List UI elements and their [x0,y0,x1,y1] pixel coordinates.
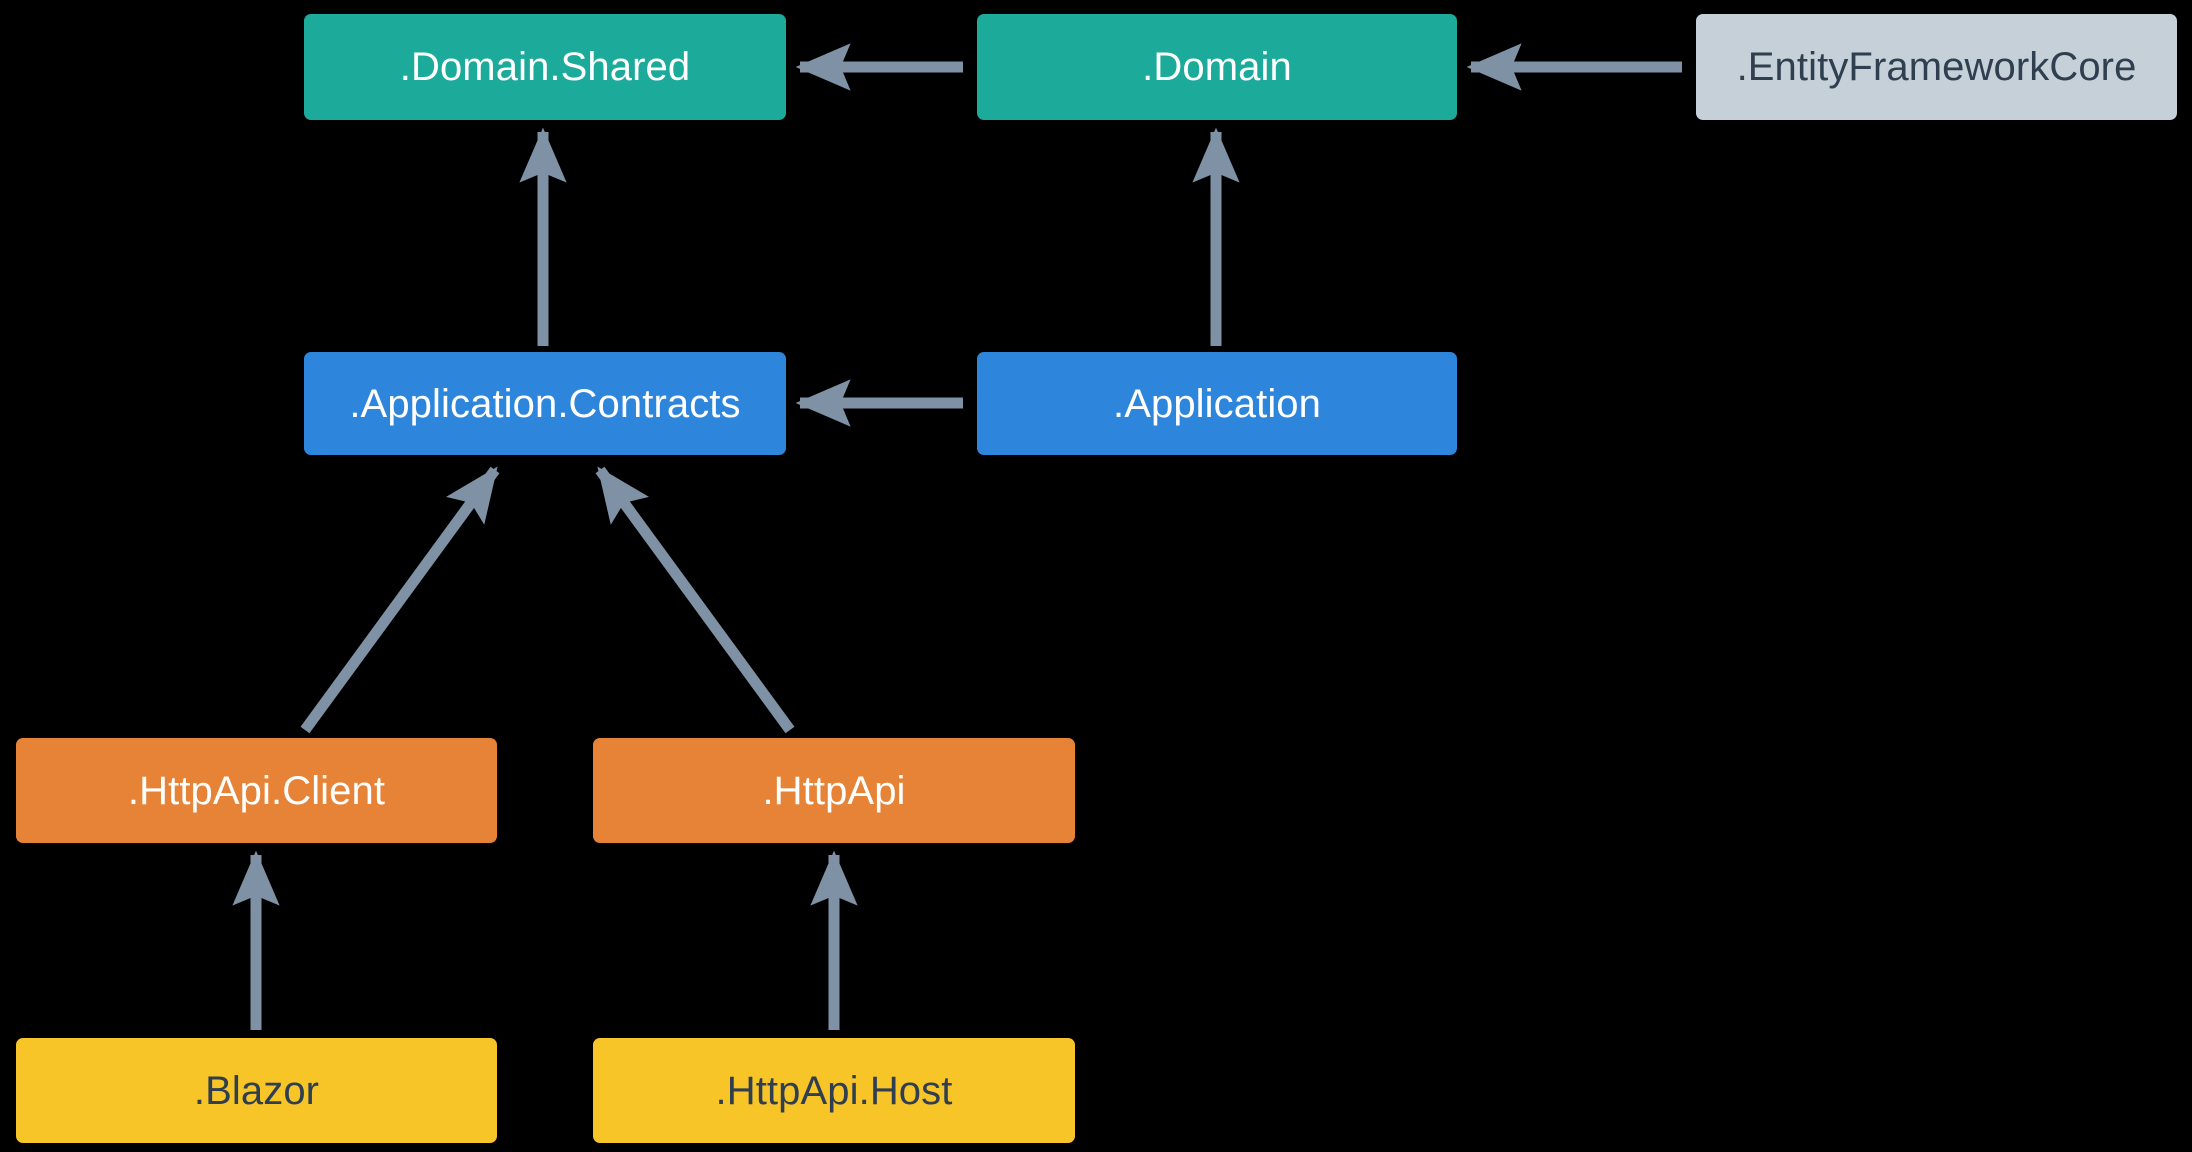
node-application[interactable]: .Application [977,352,1457,455]
node-httpapi-client-label: .HttpApi.Client [127,768,386,813]
node-blazor-label: .Blazor [193,1068,320,1113]
node-application-contracts[interactable]: .Application.Contracts [304,352,786,455]
node-httpapi-host-label: .HttpApi.Host [715,1068,953,1113]
edge-httpapi-to-application-contracts [595,466,795,734]
node-domain-shared[interactable]: .Domain.Shared [304,14,786,120]
node-application-contracts-label: .Application.Contracts [349,381,741,426]
node-application-label: .Application [1113,381,1321,426]
node-entityframeworkcore[interactable]: .EntityFrameworkCore [1696,14,2177,120]
node-domain[interactable]: .Domain [977,14,1457,120]
edge-httpapi-client-to-application-contracts [300,466,500,734]
node-blazor[interactable]: .Blazor [16,1038,497,1143]
node-httpapi[interactable]: .HttpApi [593,738,1075,843]
node-httpapi-label: .HttpApi [762,768,906,813]
node-domain-label: .Domain [1142,45,1292,89]
node-entityframeworkcore-label: .EntityFrameworkCore [1736,45,2137,89]
node-httpapi-client[interactable]: .HttpApi.Client [16,738,497,843]
edges-group [232,43,1682,1030]
node-httpapi-host[interactable]: .HttpApi.Host [593,1038,1075,1143]
node-domain-shared-label: .Domain.Shared [399,45,691,89]
